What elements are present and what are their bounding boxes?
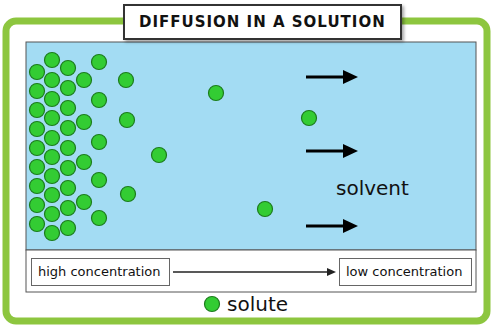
solute-particle: [152, 148, 167, 163]
solute-particle: [119, 73, 134, 88]
solute-particle: [30, 103, 45, 118]
solute-particle: [77, 73, 92, 88]
diffusion-arrow: [306, 76, 345, 79]
solute-particle: [92, 55, 107, 70]
solute-particle: [30, 84, 45, 99]
solute-particle: [302, 111, 317, 126]
solute-particle: [77, 195, 92, 210]
solute-particle: [45, 111, 60, 126]
arrowhead: [343, 70, 358, 84]
diffusion-arrow: [306, 225, 345, 228]
solute-particle: [45, 53, 60, 68]
solute-particle: [45, 131, 60, 146]
solute-particle: [30, 179, 45, 194]
title-box: DIFFUSION IN A SOLUTION: [123, 4, 402, 40]
arrowhead: [327, 268, 336, 276]
solute-particle: [61, 201, 76, 216]
concentration-box: low concentration: [339, 258, 472, 286]
solute-particle: [92, 93, 107, 108]
solute-particle: [61, 81, 76, 96]
concentration-box: high concentration: [31, 258, 170, 286]
solute-particle: [61, 101, 76, 116]
swatch-dot: [205, 297, 220, 312]
solute-particle: [92, 173, 107, 188]
legend-text: solute: [227, 292, 288, 316]
solute-particle: [30, 122, 45, 137]
legend-entry: solute: [203, 292, 288, 316]
solute-particle: [45, 73, 60, 88]
solute-particle: [30, 217, 45, 232]
solute-particle: [45, 226, 60, 241]
solute-particle: [61, 181, 76, 196]
solute-particle: [258, 202, 273, 217]
solute-particle: [45, 92, 60, 107]
box-label: low concentration: [346, 263, 465, 281]
arrowhead: [343, 219, 358, 233]
solute-particle: [61, 161, 76, 176]
solute-particle: [61, 61, 76, 76]
title-text: DIFFUSION IN A SOLUTION: [139, 12, 386, 32]
solute-particle: [61, 221, 76, 236]
concentration-bar: [26, 250, 476, 292]
solute-particle: [61, 141, 76, 156]
diffusion-arrow: [306, 150, 345, 153]
solute-particle: [209, 86, 224, 101]
solution-container: [26, 42, 476, 250]
solute-particle: [45, 150, 60, 165]
region-label: solvent: [336, 176, 409, 200]
frame: [6, 21, 487, 321]
solute-particle: [61, 121, 76, 136]
solute-particle: [45, 188, 60, 203]
solute-particle: [120, 113, 135, 128]
legend-swatch: [203, 295, 221, 313]
solute-particle: [121, 187, 136, 202]
solute-particle: [45, 207, 60, 222]
solute-particle: [92, 135, 107, 150]
solute-particle: [77, 115, 92, 130]
solute-particle: [30, 141, 45, 156]
box-label: high concentration: [38, 263, 163, 281]
concentration-arrow: [173, 268, 336, 276]
solute-particle: [45, 169, 60, 184]
solute-particle: [30, 65, 45, 80]
arrowhead: [343, 144, 358, 158]
arrow-line: [173, 271, 327, 273]
solute-particle: [30, 160, 45, 175]
solute-particle: [30, 198, 45, 213]
solute-particle: [92, 211, 107, 226]
solute-particle: [77, 155, 92, 170]
